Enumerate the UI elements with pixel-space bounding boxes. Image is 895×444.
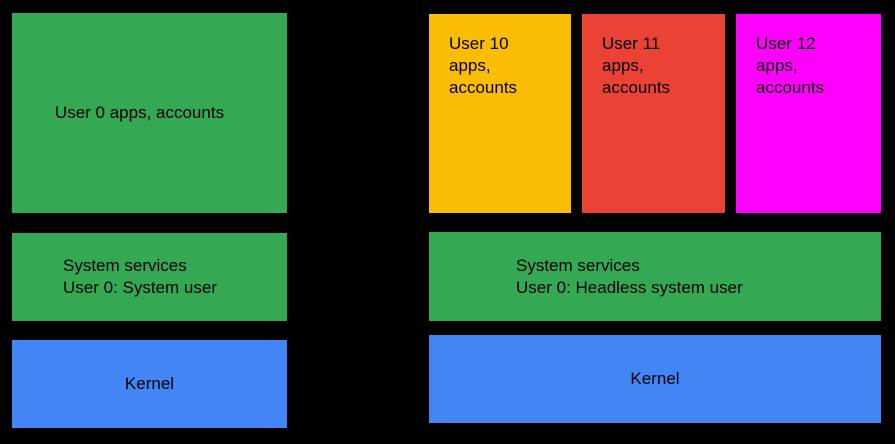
system-services-box-right: System services User 0: Headless system … — [429, 232, 881, 321]
kernel-box-right: Kernel — [429, 335, 881, 423]
kernel-box-left: Kernel — [12, 340, 287, 428]
system-services-box-left: System services User 0: System user — [12, 233, 287, 321]
user12-apps-box: User 12 apps, accounts — [736, 14, 881, 213]
user0-apps-box: User 0 apps, accounts — [12, 13, 287, 213]
user11-apps-box: User 11 apps, accounts — [582, 14, 725, 213]
user10-apps-box: User 10 apps, accounts — [429, 14, 571, 213]
kernel-label-left: Kernel — [124, 374, 175, 393]
user0-apps-label: User 0 apps, accounts — [54, 103, 225, 122]
system-services-label-left: System services User 0: System user — [63, 256, 217, 297]
kernel-label-right: Kernel — [630, 369, 680, 388]
system-services-label-right: System services User 0: Headless system … — [516, 255, 743, 297]
user11-apps-label: User 11 apps, accounts — [602, 34, 671, 97]
user10-apps-label: User 10 apps, accounts — [449, 34, 518, 97]
user12-apps-label: User 12 apps, accounts — [756, 34, 825, 97]
